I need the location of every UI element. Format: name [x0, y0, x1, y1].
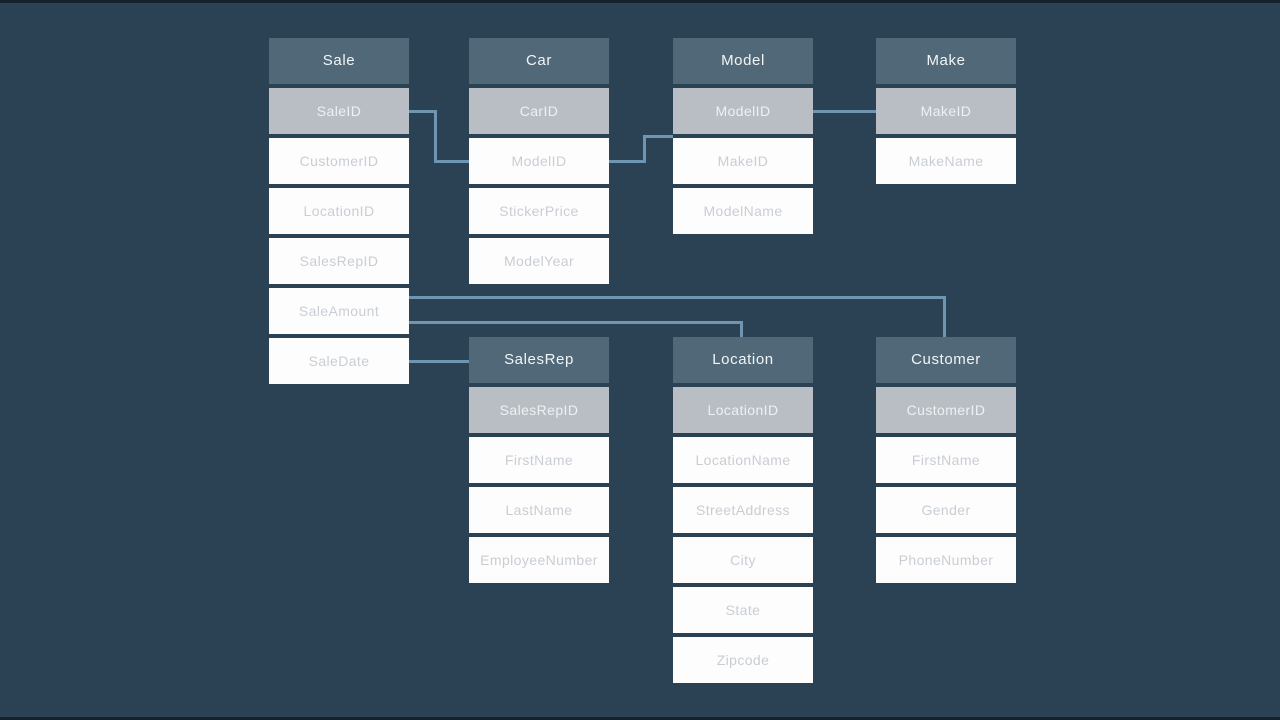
- connector-car-model-seg2: [643, 135, 646, 163]
- connector-sale-car-seg2: [434, 110, 437, 163]
- letterbox-bar-top: [0, 0, 1280, 3]
- field-row-modelid: ModelID: [673, 88, 813, 134]
- field-row-salesrepid: SalesRepID: [269, 238, 409, 284]
- field-row-lastname: LastName: [469, 487, 609, 533]
- field-row-stickerprice: StickerPrice: [469, 188, 609, 234]
- connector-sale-location-seg1: [409, 321, 743, 324]
- connector-sale-car-seg3: [434, 160, 469, 163]
- field-row-state: State: [673, 587, 813, 633]
- field-row-customerid: CustomerID: [876, 387, 1016, 433]
- field-row-locationid: LocationID: [269, 188, 409, 234]
- field-row-salesrepid: SalesRepID: [469, 387, 609, 433]
- field-row-locationname: LocationName: [673, 437, 813, 483]
- field-row-zipcode: Zipcode: [673, 637, 813, 683]
- field-row-saledate: SaleDate: [269, 338, 409, 384]
- connector-sale-customer-seg2: [943, 296, 946, 337]
- field-row-carid: CarID: [469, 88, 609, 134]
- table-header-model: Model: [673, 38, 813, 84]
- connector-sale-salesrep: [409, 360, 469, 363]
- table-header-car: Car: [469, 38, 609, 84]
- field-row-modelid: ModelID: [469, 138, 609, 184]
- field-row-makename: MakeName: [876, 138, 1016, 184]
- connector-sale-customer-seg1: [409, 296, 946, 299]
- connector-sale-car-seg1: [409, 110, 437, 113]
- table-header-salesrep: SalesRep: [469, 337, 609, 383]
- field-row-customerid: CustomerID: [269, 138, 409, 184]
- letterbox-bar-bottom: [0, 717, 1280, 720]
- field-row-locationid: LocationID: [673, 387, 813, 433]
- field-row-modelname: ModelName: [673, 188, 813, 234]
- table-header-customer: Customer: [876, 337, 1016, 383]
- field-row-employeenumber: EmployeeNumber: [469, 537, 609, 583]
- connector-model-make: [813, 110, 876, 113]
- field-row-gender: Gender: [876, 487, 1016, 533]
- table-header-make: Make: [876, 38, 1016, 84]
- field-row-saleid: SaleID: [269, 88, 409, 134]
- field-row-saleamount: SaleAmount: [269, 288, 409, 334]
- field-row-streetaddress: StreetAddress: [673, 487, 813, 533]
- field-row-city: City: [673, 537, 813, 583]
- table-header-sale: Sale: [269, 38, 409, 84]
- field-row-firstname: FirstName: [876, 437, 1016, 483]
- field-row-makeid: MakeID: [673, 138, 813, 184]
- field-row-modelyear: ModelYear: [469, 238, 609, 284]
- field-row-phonenumber: PhoneNumber: [876, 537, 1016, 583]
- table-header-location: Location: [673, 337, 813, 383]
- field-row-makeid: MakeID: [876, 88, 1016, 134]
- connector-car-model-seg3: [643, 135, 673, 138]
- field-row-firstname: FirstName: [469, 437, 609, 483]
- connector-car-model-seg1: [609, 160, 646, 163]
- connector-sale-location-seg2: [740, 321, 743, 337]
